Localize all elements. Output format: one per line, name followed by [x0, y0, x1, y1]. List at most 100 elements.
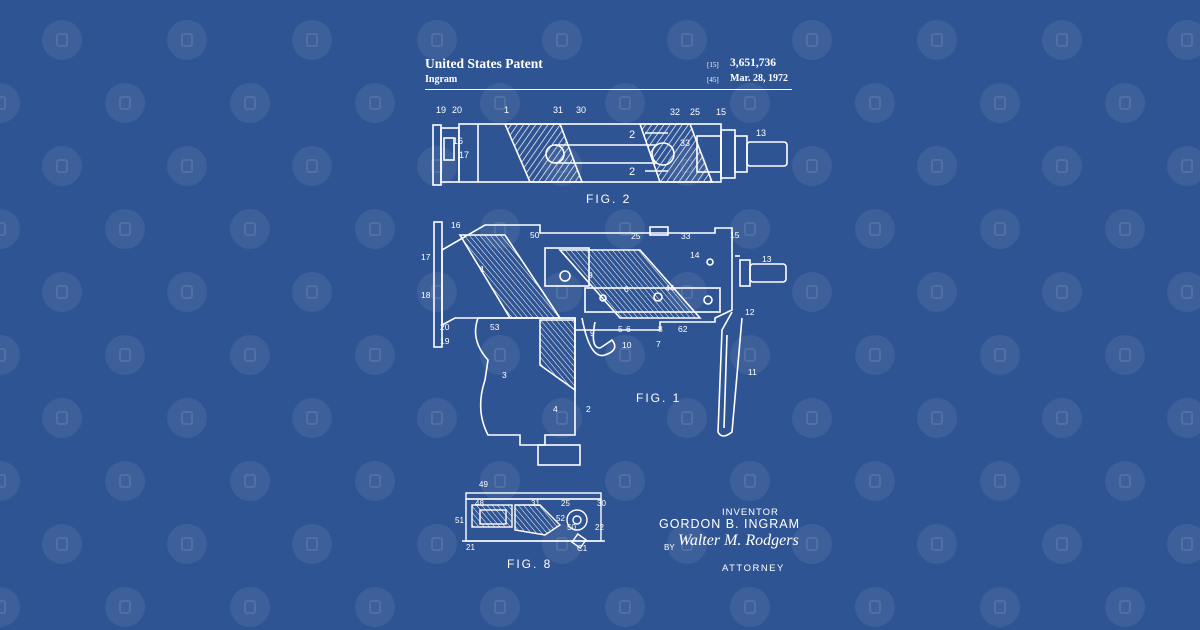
watermark-lock-icon — [0, 461, 20, 501]
ref-label: 6 — [624, 284, 629, 294]
watermark-lock-icon — [792, 146, 832, 186]
watermark-lock-icon — [855, 587, 895, 627]
watermark-lock-icon — [42, 272, 82, 312]
ref-label: 11 — [748, 367, 757, 377]
ref-label: 13 — [756, 128, 766, 138]
ref-label: 20 — [440, 322, 450, 332]
patent-number-code: [15] — [707, 61, 719, 69]
patent-number: 3,651,736 — [730, 57, 776, 69]
ref-label: 33 — [680, 138, 690, 148]
watermark-lock-icon — [667, 524, 707, 564]
watermark-lock-icon — [417, 146, 457, 186]
watermark-lock-icon — [355, 461, 395, 501]
watermark-lock-icon — [167, 146, 207, 186]
watermark-lock-icon — [42, 524, 82, 564]
ref-label: 50 — [530, 230, 540, 240]
ref-label: 10 — [622, 340, 632, 350]
ref-label: 6 — [626, 324, 631, 334]
watermark-lock-icon — [0, 83, 20, 123]
ref-label: 17 — [421, 252, 431, 262]
fig2-drawing — [432, 123, 788, 186]
watermark-lock-icon — [792, 524, 832, 564]
watermark-lock-icon — [105, 587, 145, 627]
ref-label: 21 — [466, 543, 475, 552]
watermark-lock-icon — [292, 272, 332, 312]
watermark-lock-icon — [355, 335, 395, 375]
inventor-label: INVENTOR — [722, 507, 779, 518]
ref-label: 49 — [479, 480, 488, 489]
watermark-lock-icon — [605, 335, 645, 375]
watermark-lock-icon — [542, 20, 582, 60]
ref-label: 44 — [665, 283, 675, 293]
watermark-lock-icon — [730, 461, 770, 501]
ref-label: 1 — [504, 105, 509, 115]
watermark-lock-icon — [792, 398, 832, 438]
ref-label: 19 — [440, 336, 450, 346]
watermark-lock-icon — [417, 524, 457, 564]
watermark-lock-icon — [730, 335, 770, 375]
ref-label: 33 — [681, 231, 691, 241]
attorney-label: ATTORNEY — [722, 563, 785, 574]
watermark-lock-icon — [42, 20, 82, 60]
ref-label: 25 — [690, 107, 700, 117]
watermark-lock-icon — [292, 146, 332, 186]
header-divider — [425, 89, 792, 90]
watermark-lock-icon — [167, 272, 207, 312]
watermark-lock-icon — [0, 335, 20, 375]
ref-label: 12 — [745, 307, 755, 317]
fig2-caption: FIG. 2 — [586, 192, 631, 206]
ref-label: 20 — [452, 105, 462, 115]
ref-label: 17 — [459, 150, 469, 160]
ref-label: 30 — [597, 499, 606, 508]
watermark-lock-icon — [1042, 398, 1082, 438]
fig1-caption: FIG. 1 — [636, 391, 681, 405]
watermark-lock-icon — [292, 398, 332, 438]
watermark-lock-icon — [42, 146, 82, 186]
ref-label: C1 — [577, 544, 588, 553]
ref-label: 15 — [730, 230, 740, 240]
watermark-lock-icon — [1167, 272, 1200, 312]
patent-inventor-short: Ingram — [425, 74, 458, 85]
watermark-lock-icon — [980, 461, 1020, 501]
ref-label: 25 — [561, 499, 570, 508]
watermark-lock-icon — [667, 398, 707, 438]
ref-label: 3 — [502, 370, 507, 380]
watermark-lock-icon — [730, 587, 770, 627]
ref-label: 9 — [590, 328, 595, 338]
watermark-lock-icon — [230, 83, 270, 123]
watermark-lock-icon — [792, 20, 832, 60]
ref-label: 13 — [762, 254, 772, 264]
watermark-lock-icon — [230, 587, 270, 627]
watermark-lock-icon — [1167, 398, 1200, 438]
patent-title: United States Patent — [425, 56, 543, 71]
watermark-lock-icon — [855, 335, 895, 375]
watermark-lock-icon — [417, 20, 457, 60]
watermark-lock-icon — [980, 209, 1020, 249]
ref-label: 31 — [531, 499, 540, 508]
ref-label: 9 — [588, 270, 593, 280]
ref-label: 25 — [631, 231, 641, 241]
ref-label: 32 — [670, 107, 680, 117]
watermark-lock-icon — [355, 83, 395, 123]
watermark-lock-icon — [917, 272, 957, 312]
ref-label: 8 — [658, 324, 663, 334]
watermark-lock-icon — [105, 83, 145, 123]
watermark-lock-icon — [1167, 524, 1200, 564]
watermark-lock-icon — [230, 209, 270, 249]
ref-label: 2 — [586, 404, 591, 414]
ref-label: 4 — [553, 404, 558, 414]
watermark-lock-icon — [480, 461, 520, 501]
watermark-lock-icon — [980, 587, 1020, 627]
watermark-lock-icon — [855, 83, 895, 123]
watermark-lock-icon — [917, 20, 957, 60]
fig8-caption: FIG. 8 — [507, 557, 552, 571]
watermark-lock-icon — [417, 398, 457, 438]
ref-label: 30 — [576, 105, 586, 115]
watermark-lock-icon — [0, 209, 20, 249]
watermark-lock-icon — [1167, 146, 1200, 186]
watermark-lock-icon — [230, 461, 270, 501]
watermark-lock-icon — [1042, 524, 1082, 564]
ref-label: 19 — [436, 105, 446, 115]
ref-label: 7 — [656, 339, 661, 349]
